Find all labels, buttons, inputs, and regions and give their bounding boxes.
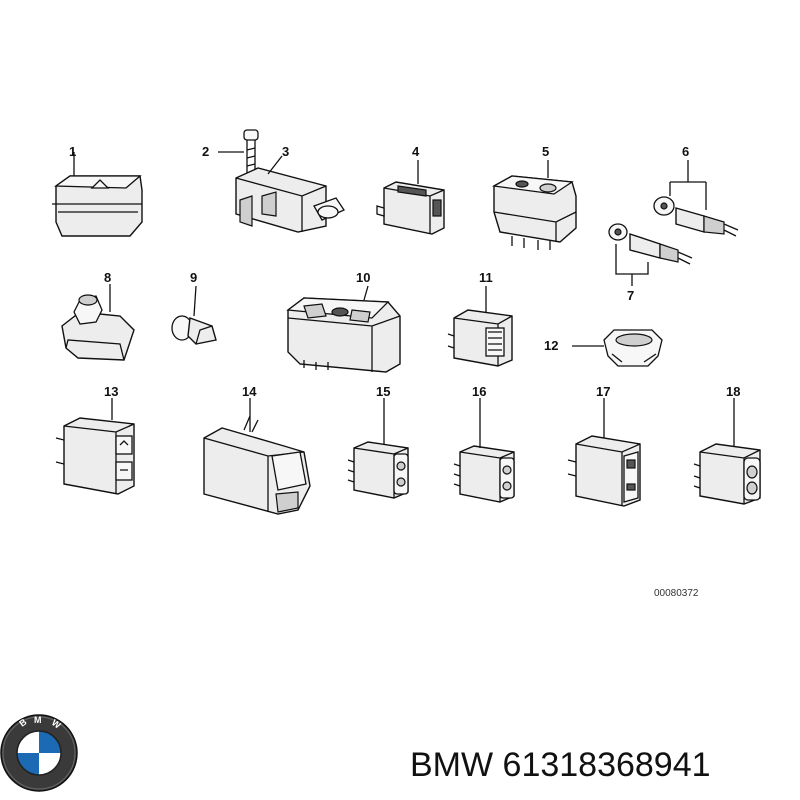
part-5-switch-block: 5: [491, 144, 577, 250]
part-label-5: 5: [542, 144, 549, 159]
part-2-screw: 2: [202, 129, 259, 184]
part-12-connector: 12: [544, 329, 663, 367]
part-11-switch: 11: [447, 270, 513, 367]
part-9-clip: 9: [171, 270, 217, 345]
svg-text:M: M: [34, 715, 42, 725]
svg-text:B: B: [17, 716, 28, 728]
part-label-15: 15: [376, 384, 390, 399]
part-label-3: 3: [282, 144, 289, 159]
part-8-push-switch: 8: [61, 270, 135, 361]
part-15-seat-switch: 15: [347, 384, 409, 499]
part-10-switch-panel: 10: [286, 270, 401, 373]
part-3-bracket: 3: [235, 144, 345, 233]
part-18-switch: 18: [693, 384, 761, 505]
part-label-14: 14: [242, 384, 257, 399]
part-6-contact-switch: 6: [653, 144, 739, 237]
part-4-switch: 4: [376, 144, 445, 235]
part-label-8: 8: [104, 270, 111, 285]
part-label-2: 2: [202, 144, 209, 159]
part-14-long-switch: 14: [203, 384, 311, 515]
part-label-16: 16: [472, 384, 486, 399]
part-label-10: 10: [356, 270, 370, 285]
bmw-logo: B M W: [0, 714, 78, 792]
diagram-reference-code: 00080372: [654, 588, 699, 599]
part-label-11: 11: [479, 270, 493, 285]
part-13-double-switch: 13: [55, 384, 135, 495]
part-label-7: 7: [627, 288, 634, 303]
part-label-1: 1: [69, 144, 76, 159]
part-label-18: 18: [726, 384, 740, 399]
part-label-6: 6: [682, 144, 689, 159]
part-17-rocker-switch: 17: [567, 384, 641, 507]
part-label-17: 17: [596, 384, 610, 399]
part-label-13: 13: [104, 384, 118, 399]
part-1-hazard-switch: 1: [52, 144, 143, 237]
part-16-seat-switch: 16: [453, 384, 515, 503]
part-label-4: 4: [412, 144, 420, 159]
part-number-text: BMW 61318368941: [410, 746, 711, 784]
part-7-contact-switch: 7: [608, 223, 693, 303]
part-label-12: 12: [544, 338, 558, 353]
part-label-9: 9: [190, 270, 197, 285]
